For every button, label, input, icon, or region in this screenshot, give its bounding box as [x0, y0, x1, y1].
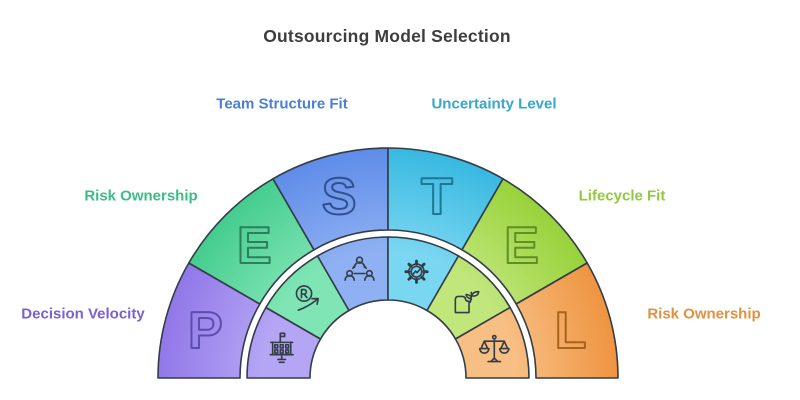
label-lifecycle-fit: Lifecycle Fit [578, 187, 666, 205]
gear-trend-icon [404, 259, 429, 284]
segment-letter-s-2: S [322, 168, 357, 226]
label-uncertainty-level: Uncertainty Level [431, 95, 557, 113]
label-risk-ownership-right: Risk Ownership [647, 305, 761, 323]
segment-letter-e-1: E [237, 217, 272, 275]
label-decision-velocity: Decision Velocity [21, 305, 145, 323]
label-risk-ownership-left: Risk Ownership [84, 187, 198, 205]
segment-letter-p-0: P [188, 302, 223, 360]
segment-letter-l-5: L [555, 302, 587, 360]
label-team-structure-fit: Team Structure Fit [216, 95, 348, 113]
segment-l-5-inner [454, 306, 530, 379]
page-title: Outsourcing Model Selection [263, 26, 511, 46]
segment-l-5-outer [515, 262, 619, 379]
segment-letter-t-3: T [421, 168, 453, 226]
segment-letter-e-4: E [504, 217, 539, 275]
